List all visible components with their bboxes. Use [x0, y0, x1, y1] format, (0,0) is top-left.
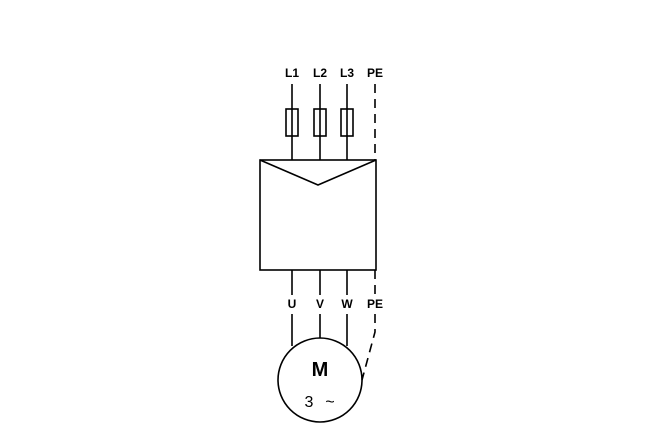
motor-phase-number: 3 [305, 394, 314, 411]
wire-pe-bottom [361, 314, 376, 381]
ac-symbol: ~ [325, 394, 334, 411]
label-pe-supply: PE [367, 66, 383, 80]
converter-symbol [259, 159, 377, 186]
label-l3: L3 [340, 66, 354, 80]
label-l1: L1 [285, 66, 299, 80]
converter-box [259, 159, 377, 271]
label-pe-output: PE [367, 297, 383, 311]
motor-label: M [312, 359, 329, 381]
motor-circle [277, 337, 363, 423]
label-w: W [341, 297, 353, 311]
label-l2: L2 [313, 66, 327, 80]
label-u: U [288, 297, 297, 311]
label-v: V [316, 297, 324, 311]
